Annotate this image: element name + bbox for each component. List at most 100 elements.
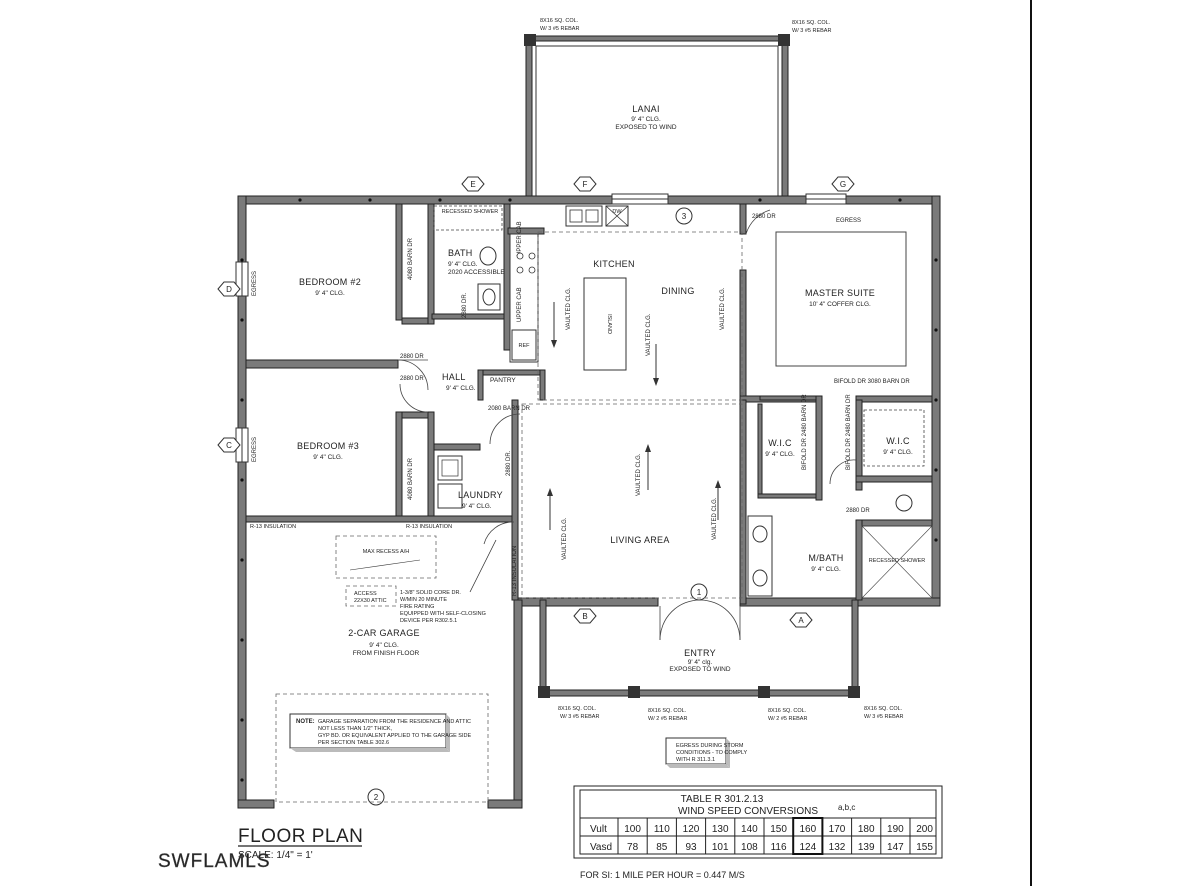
garage-note-box bbox=[289, 713, 447, 749]
mbath-sink-2-icon bbox=[752, 569, 768, 587]
grid-tag-f: F bbox=[573, 176, 597, 192]
bath-recessed-shower: RECESSED SHOWER bbox=[442, 209, 499, 215]
lanai-note: EXPOSED TO WIND bbox=[615, 124, 676, 131]
bedroom2-name: BEDROOM #2 bbox=[299, 277, 361, 287]
kitchen-island-label: ISLAND bbox=[606, 314, 612, 334]
garage-r13-vertical: R-13 INSULATION bbox=[512, 546, 518, 596]
master-clg: 10' 4" COFFER CLG. bbox=[809, 301, 871, 308]
garage-name: 2-CAR GARAGE bbox=[348, 628, 420, 638]
grid-tag-2: 2 bbox=[367, 788, 385, 806]
lanai-col-left-label: 8X16 SQ. COL. bbox=[540, 18, 579, 24]
garage-note-head: NOTE: bbox=[296, 719, 315, 725]
living-vaulted-1: VAULTED CLG. bbox=[562, 517, 568, 560]
refrigerator-label: REF bbox=[519, 343, 531, 349]
garage-r13-left: R-13 INSULATION bbox=[250, 524, 296, 530]
grid-tag-b: B bbox=[573, 608, 597, 624]
table-vasd-8: 139 bbox=[858, 842, 875, 853]
lanai-clg: 9' 4" CLG. bbox=[631, 116, 661, 123]
grid-tag-a: A bbox=[789, 612, 813, 628]
bedroom3-egress: EGRESS bbox=[252, 437, 258, 462]
garage-note-4: PER SECTION TABLE 302.6 bbox=[318, 740, 389, 746]
egress-note-box bbox=[665, 737, 727, 765]
lanai-name: LANAI bbox=[632, 104, 660, 114]
attic-size-label: 22X30 ATTIC bbox=[354, 598, 387, 604]
kitchen-vaulted-2: VAULTED CLG. bbox=[646, 313, 652, 356]
grid-tag-c: C bbox=[217, 437, 241, 453]
table-vult-5: 150 bbox=[770, 824, 787, 835]
table-vasd-6: 124 bbox=[799, 842, 816, 853]
watermark-text: SWFLAMLS bbox=[158, 851, 271, 872]
hall-door-b: 2880 DR bbox=[400, 376, 424, 382]
garage-note-2: NOT LESS THAN 1/2" THICK, bbox=[318, 726, 393, 732]
svg-text:3: 3 bbox=[682, 212, 687, 221]
kitchen-range-icon bbox=[516, 252, 536, 274]
master-bifold-label: BIFOLD DR 3080 BARN DR bbox=[834, 379, 910, 385]
table-vult-9: 190 bbox=[887, 824, 904, 835]
living-outline bbox=[521, 403, 743, 599]
grid-tag-e: E bbox=[461, 176, 485, 192]
table-vult-1: 110 bbox=[654, 824, 670, 835]
svg-text:G: G bbox=[840, 180, 846, 189]
lanai-structure bbox=[524, 34, 790, 197]
svg-text:A: A bbox=[798, 616, 804, 625]
table-vult-10: 200 bbox=[916, 824, 933, 835]
dining-vaulted: VAULTED CLG. bbox=[720, 287, 726, 330]
bath-name: BATH bbox=[448, 248, 473, 258]
garage-door-note-3: FIRE RATING bbox=[400, 604, 434, 610]
table-row1-label: Vult bbox=[590, 824, 607, 835]
mbath-name: M/BATH bbox=[808, 553, 843, 563]
svg-text:1: 1 bbox=[697, 588, 702, 597]
kitchen-counter bbox=[509, 233, 539, 363]
garage-door-leader bbox=[469, 539, 497, 593]
master-shower bbox=[861, 525, 933, 599]
entry-col-1: 8X16 SQ. COL. bbox=[558, 706, 597, 712]
table-title: TABLE R 301.2.13 bbox=[681, 794, 764, 805]
wic2-name: W.I.C bbox=[886, 436, 910, 446]
bedroom3-name: BEDROOM #3 bbox=[297, 441, 359, 451]
table-vult-2: 120 bbox=[683, 824, 700, 835]
svg-text:D: D bbox=[226, 285, 232, 294]
kitchen-dining-outline bbox=[537, 231, 743, 401]
garage-door-note-4: EQUIPPED WITH SELF-CLOSING bbox=[400, 611, 486, 617]
entry-col-2: 8X16 SQ. COL. bbox=[648, 708, 687, 714]
table-vasd-5: 116 bbox=[771, 842, 787, 853]
living-name: LIVING AREA bbox=[610, 535, 669, 545]
hall-door-a: 2880 DR bbox=[400, 354, 424, 360]
mbath-recessed-shower: RECESSED SHOWER bbox=[869, 558, 926, 564]
dining-name: DINING bbox=[661, 286, 694, 296]
master-name: MASTER SUITE bbox=[805, 288, 875, 298]
garage-r13-right: R-13 INSULATION bbox=[406, 524, 452, 530]
entry-col-1-rebar: W/ 3 #5 REBAR bbox=[560, 714, 599, 720]
entry-col-2-rebar: W/ 2 #5 REBAR bbox=[648, 716, 687, 722]
interior-walls bbox=[245, 203, 933, 605]
garage-note: FROM FINISH FLOOR bbox=[353, 650, 420, 657]
ah-recess-label: MAX RECESS A/H bbox=[363, 549, 409, 555]
svg-text:2: 2 bbox=[374, 793, 379, 802]
dryer bbox=[437, 483, 463, 509]
grid-tag-3: 3 bbox=[675, 207, 693, 225]
wind-speed-table bbox=[573, 785, 943, 859]
table-vult-0: 100 bbox=[624, 824, 641, 835]
laundry-door: 2880 DR. bbox=[506, 450, 512, 476]
entry-name: ENTRY bbox=[684, 648, 716, 658]
dishwasher-label: DW bbox=[612, 209, 622, 215]
laundry-clg: 9' 4" CLG. bbox=[462, 503, 492, 510]
table-superscript: a,b,c bbox=[838, 803, 855, 812]
bath-door-label: 2880 DR. bbox=[462, 292, 468, 318]
svg-text:C: C bbox=[226, 441, 232, 450]
attic-access-label: ACCESS bbox=[354, 591, 377, 597]
table-vasd-7: 132 bbox=[829, 842, 846, 853]
mbath-toilet-icon bbox=[895, 494, 913, 512]
hall-clg: 9' 4" CLG. bbox=[446, 385, 476, 392]
garage-note-1: GARAGE SEPARATION FROM THE RESIDENCE AND… bbox=[318, 719, 471, 725]
pantry-name: PANTRY bbox=[490, 377, 516, 384]
entry-col-3-rebar: W/ 2 #5 REBAR bbox=[768, 716, 807, 722]
mbath-sink-1-icon bbox=[752, 525, 768, 543]
entry-col-4: 8X16 SQ. COL. bbox=[864, 706, 903, 712]
pantry-barn-door: 2080 BARN DR bbox=[488, 406, 531, 412]
entry-note: EXPOSED TO WIND bbox=[669, 666, 730, 673]
wic2-shelving-outline bbox=[863, 409, 925, 467]
table-vult-4: 140 bbox=[741, 824, 758, 835]
table-vult-7: 170 bbox=[829, 824, 846, 835]
wic2-clg: 9' 4" CLG. bbox=[883, 449, 913, 456]
